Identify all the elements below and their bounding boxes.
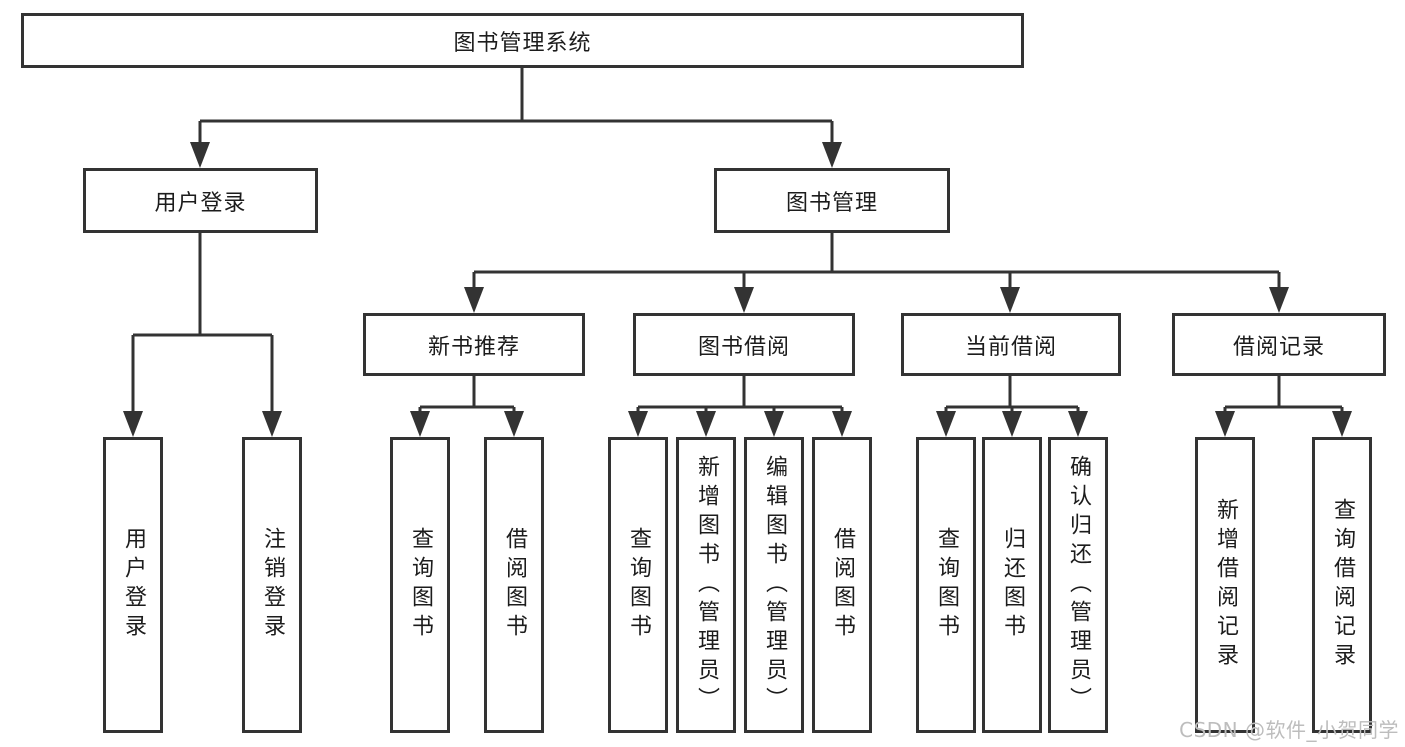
node-new-book-recommend-label: 新书推荐	[427, 334, 520, 360]
leaf-newbook-borrow-books-label: 借阅图书	[502, 527, 527, 643]
node-user-login-label: 用户登录	[154, 190, 247, 216]
leaf-borrow-borrow-books: 借阅图书	[812, 437, 872, 733]
node-new-book-recommend: 新书推荐	[363, 313, 585, 376]
node-current-borrow-label: 当前借阅	[964, 334, 1057, 360]
leaf-borrow-add-books: 新增图书（管理员）	[676, 437, 736, 733]
node-book-management: 图书管理	[714, 168, 950, 233]
node-borrow-records: 借阅记录	[1172, 313, 1386, 376]
node-current-borrow: 当前借阅	[901, 313, 1121, 376]
leaf-user-login: 用户登录	[103, 437, 163, 733]
node-root-label: 图书管理系统	[453, 30, 592, 56]
node-book-management-label: 图书管理	[785, 190, 878, 216]
node-book-borrow-label: 图书借阅	[697, 334, 790, 360]
watermark: CSDN @软件_小贺同学	[1179, 718, 1399, 742]
leaf-borrow-query-books-label: 查询图书	[626, 527, 651, 643]
leaf-borrow-add-books-label: 新增图书（管理员）	[694, 454, 719, 716]
node-borrow-records-label: 借阅记录	[1232, 334, 1325, 360]
leaf-current-return-books: 归还图书	[982, 437, 1042, 733]
leaf-borrow-edit-books: 编辑图书（管理员）	[744, 437, 804, 733]
leaf-current-query-books-label: 查询图书	[934, 527, 959, 643]
node-book-borrow: 图书借阅	[633, 313, 855, 376]
leaf-newbook-borrow-books: 借阅图书	[484, 437, 544, 733]
leaf-records-add-record-label: 新增借阅记录	[1213, 498, 1238, 672]
leaf-borrow-edit-books-label: 编辑图书（管理员）	[762, 454, 787, 716]
leaf-logout-login-label: 注销登录	[260, 527, 285, 643]
leaf-borrow-query-books: 查询图书	[608, 437, 668, 733]
node-user-login: 用户登录	[83, 168, 318, 233]
leaf-newbook-query-books: 查询图书	[390, 437, 450, 733]
leaf-current-return-books-label: 归还图书	[1000, 527, 1025, 643]
leaf-user-login-label: 用户登录	[121, 527, 146, 643]
leaf-current-confirm-return-label: 确认归还（管理员）	[1066, 454, 1091, 716]
leaf-records-add-record: 新增借阅记录	[1195, 437, 1255, 733]
leaf-borrow-borrow-books-label: 借阅图书	[830, 527, 855, 643]
leaf-logout-login: 注销登录	[242, 437, 302, 733]
leaf-current-confirm-return: 确认归还（管理员）	[1048, 437, 1108, 733]
leaf-current-query-books: 查询图书	[916, 437, 976, 733]
node-root: 图书管理系统	[21, 13, 1024, 68]
leaf-records-query-record: 查询借阅记录	[1312, 437, 1372, 733]
leaf-newbook-query-books-label: 查询图书	[408, 527, 433, 643]
leaf-records-query-record-label: 查询借阅记录	[1330, 498, 1355, 672]
